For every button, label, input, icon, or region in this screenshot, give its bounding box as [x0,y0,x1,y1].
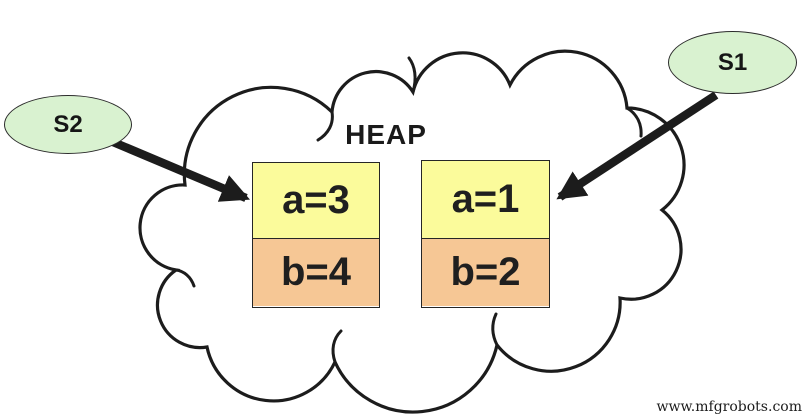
heap-title: HEAP [345,119,427,150]
watermark-text: www.mfgrobots.com [656,399,802,415]
cloud-sketch-tails [174,56,643,364]
stack-reference-s1: S1 [668,31,797,94]
heap-object-2-field-b: b=2 [422,238,549,306]
heap-object-1: a=3 b=4 [252,162,380,308]
heap-object-1-field-a: a=3 [253,163,379,238]
heap-object-2: a=1 b=2 [421,160,550,308]
pointer-arrow-s1-to-object2 [556,91,719,201]
heap-cloud-outline [138,49,686,414]
heap-object-2-field-a: a=1 [422,161,549,238]
stack-reference-s2-label: S2 [53,110,83,138]
heap-object-1-field-b: b=4 [253,238,379,306]
pointer-arrow-s2-to-object1 [111,138,250,202]
stack-reference-s1-label: S1 [717,48,748,76]
stack-reference-s2: S2 [4,95,132,154]
